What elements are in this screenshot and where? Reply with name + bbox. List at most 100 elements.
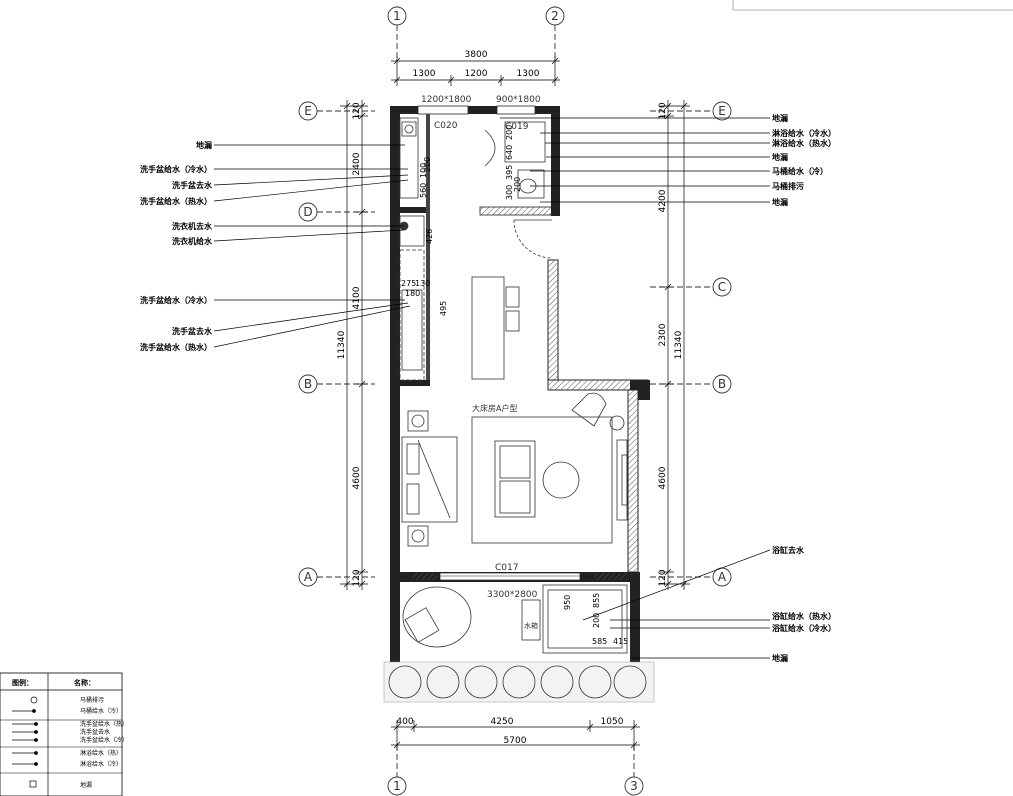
label-left-9: 洗手盆给水（热水） [140,342,212,352]
legend-row-1: 马桶排污 [80,696,104,704]
axis-bubble-bottom-3 [624,745,644,796]
walls [390,105,650,672]
room-label: 大床房A户型 [472,403,517,413]
legend-row-5: 洗手盆给水（冷） [80,736,128,744]
axis-bubble-right-E [650,101,732,121]
window-1-size: 1200*1800 [421,95,472,105]
label-left-1: 地漏 [196,140,212,150]
legend-table: 图例： 名称： 马桶排污 马桶给水（冷） 洗手盆给水（热） 洗手盆去水 洗手盆给… [0,672,128,796]
dim-tub-a: 950 [563,595,572,610]
label-right-1: 地漏 [772,113,788,123]
dim-tub-b: 855 [592,593,601,608]
dim-left-seg-3: 4100 [352,286,362,309]
axis-bubble-left-E [298,101,375,121]
label-right-8: 浴缸去水 [772,545,805,555]
label-left-6: 洗衣机给水 [172,236,213,246]
code-c019: C019 [505,122,529,132]
vanity-top [399,117,419,199]
dim-toilet-e: 200 [513,177,522,192]
dim-top-seg-1: 1300 [413,69,436,79]
left-leaders [213,144,411,348]
dim-bottom-total: 5700 [504,736,527,746]
legend-row-4: 洗手盆去水 [80,728,110,736]
balcony-chair [404,607,440,643]
dim-toilet-b: 640 [505,145,514,160]
dim-tub-c: 200 [592,613,601,628]
axis-label-right-B: B [718,377,726,391]
left-leader-labels: 地漏 洗手盆给水（冷水） 洗手盆去水 洗手盆给水（热水） 洗衣机去水 洗衣机给水… [140,140,213,352]
dim-tub-d: 585 [592,637,607,646]
label-left-5: 洗衣机去水 [172,221,213,231]
label-right-6: 马桶排污 [772,181,804,191]
code-c017: C017 [495,563,518,573]
dim-right-seg-2: 4200 [658,189,668,212]
window-2-size: 900*1800 [496,95,541,105]
axis-bubble-top-1 [387,6,407,58]
opening-labels: 1200*1800 900*1800 C020 C019 C017 3300*2… [421,95,541,630]
dim-washer: 426 [425,229,434,244]
dim-table: 495 [439,301,448,316]
vanity-lower [399,249,425,381]
dim-right-seg-3: 2300 [658,323,668,346]
shower-arc [484,129,496,167]
planters [383,661,655,703]
dim-basin2-a: 275 [401,279,416,288]
axis-bubble-bottom-1 [387,745,407,796]
legend-row-7: 淋浴给水（冷） [80,760,122,768]
label-left-4: 洗手盆给水（热水） [140,196,212,206]
bed [401,436,458,523]
dim-basin2-c: 180 [405,289,420,298]
dim-basin2-b: 130 [415,279,430,288]
label-right-9: 浴缸给水（热水） [772,611,836,621]
axis-label-bottom-1: 1 [393,779,401,793]
dim-top-seg-2: 1200 [465,69,488,79]
dimension-lines [340,56,690,750]
dim-right-seg-4: 4600 [658,466,668,489]
window-3-size: 3300*2800 [487,590,538,600]
coffee-table [542,461,580,499]
shower-tray [504,121,546,163]
sheet-frame [732,0,1013,11]
dim-basin-c: 200 [423,157,432,172]
axis-bubble-left-A [298,567,375,587]
axis-label-top-1: 1 [393,9,401,23]
legend-row-6: 淋浴给水（热） [80,749,122,757]
axis-label-left-D: D [303,205,312,219]
dim-tub-e: 415 [613,637,628,646]
bathtub [542,584,628,654]
dim-toilet-c: 395 [505,165,514,180]
dim-left-total: 11340 [337,330,347,359]
axis-label-right-A: A [718,570,727,584]
dim-top-seg-3: 1300 [517,69,540,79]
dim-top-total: 3800 [465,50,488,60]
dim-left-seg-2: 2400 [352,152,362,175]
label-left-8: 洗手盆去水 [172,326,213,336]
axis-label-left-A: A [304,570,313,584]
door-swing [513,219,553,259]
axis-label-right-C: C [718,280,726,294]
legend-row-3: 洗手盆给水（热） [80,720,128,728]
bath-tank-label: 水箱 [524,621,538,630]
legend-row-2: 马桶给水（冷） [80,707,122,715]
label-right-7: 地漏 [772,197,788,207]
dim-toilet-d: 300 [505,185,514,200]
inner-dimensions: 200 640 395 300 200 560 100 200 426 275 … [401,125,628,646]
dim-bottom-seg-3: 1050 [601,717,624,727]
washing-machine [399,215,425,247]
armchair [571,392,607,427]
right-leader-labels: 地漏 淋浴给水（冷水） 淋浴给水（热水） 地漏 马桶给水（冷） 马桶排污 地漏 … [772,113,836,663]
tank [521,599,541,641]
dim-basin-a: 560 [419,183,428,198]
legend-head-name: 名称： [74,678,95,687]
pillow-1 [406,443,420,475]
label-left-3: 洗手盆去水 [172,180,213,190]
axis-label-top-2: 2 [551,9,559,23]
label-right-11: 地漏 [772,653,788,663]
axis-label-right-E: E [718,104,726,118]
dim-left-seg-1: 120 [352,102,362,119]
toilet [517,169,545,199]
axis-bubble-top-2 [545,6,565,58]
dim-left-seg-5: 120 [352,569,362,586]
chair-1 [505,286,520,308]
dim-bottom-seg-1: 400 [396,717,413,727]
